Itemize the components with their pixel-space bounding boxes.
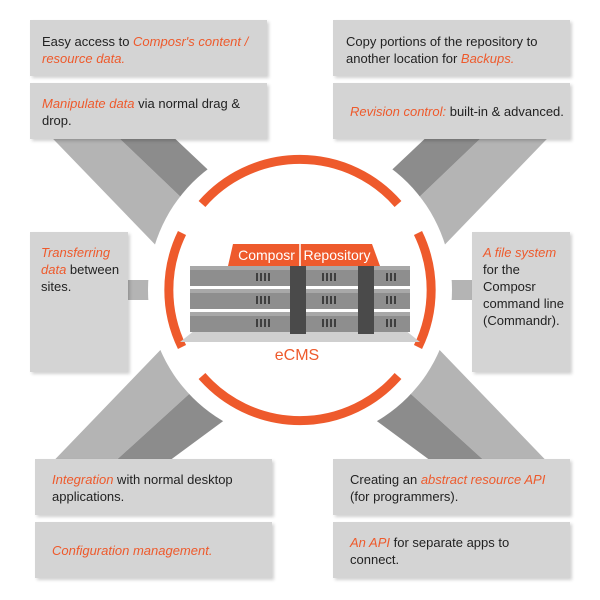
box-revision-control: Revision control: built-in & advanced. xyxy=(333,83,570,139)
box-transferring-data-post: between sites. xyxy=(41,262,120,294)
box-abstract-api: Creating an abstract resource API (for p… xyxy=(333,459,570,515)
ring-arc-bottom xyxy=(198,373,402,426)
box-abstract-api-post: (for programmers). xyxy=(350,489,459,504)
box-backups: Copy portions of the repository to anoth… xyxy=(333,20,570,76)
box-easy-access-hl: Composr's content / resource data. xyxy=(42,34,249,66)
box-manipulate-data-hl: Manipulate data xyxy=(42,96,135,111)
box-file-system-hl: A file system xyxy=(483,245,557,260)
arm-bottom-left xyxy=(40,340,210,475)
server-stack xyxy=(180,244,420,342)
tab-repository-label: Repository xyxy=(303,247,371,263)
ring-arc-top xyxy=(198,154,402,207)
tab-composr-shape xyxy=(228,244,300,266)
box-easy-access-pre: Easy access to xyxy=(42,34,134,49)
box-an-api-hl: An API xyxy=(350,535,390,550)
tab-repository-shape xyxy=(300,244,380,266)
ring-arc-right xyxy=(413,231,436,349)
box-backups-pre: Copy portions of the repository to anoth… xyxy=(346,34,538,66)
box-file-system-post: for the Composr command line (Commandr). xyxy=(483,262,564,328)
box-transferring-data-text: Transferring data between sites. xyxy=(41,244,121,295)
box-easy-access: Easy access to Composr's content / resou… xyxy=(30,20,267,76)
box-configuration: Configuration management. xyxy=(35,522,272,578)
box-revision-control-hl: Revision control: xyxy=(350,104,447,119)
box-integration-hl: Integration xyxy=(52,472,114,487)
orange-ring xyxy=(164,154,436,426)
box-integration: Integration with normal desktop applicat… xyxy=(35,459,272,515)
tab-composr-label: Composr xyxy=(238,247,295,263)
box-an-api: An API for separate apps to connect. xyxy=(333,522,570,578)
box-manipulate-data: Manipulate data via normal drag & drop. xyxy=(30,83,267,139)
box-file-system: A file system for the Composr command li… xyxy=(472,232,570,372)
box-manipulate-data-post: via normal drag & drop. xyxy=(42,96,241,128)
ecms-caption: eCMS xyxy=(274,347,320,364)
server-pillar-right xyxy=(358,262,374,334)
box-an-api-text: An API for separate apps to connect. xyxy=(350,534,560,568)
box-abstract-api-hl: abstract resource API xyxy=(420,472,546,487)
box-configuration-text: Configuration management. xyxy=(52,542,267,559)
box-abstract-api-pre: Creating an xyxy=(350,472,421,487)
box-an-api-post: for separate apps to connect. xyxy=(350,535,510,567)
box-abstract-api-text: Creating an abstract resource API (for p… xyxy=(350,471,565,505)
box-transferring-data-hl: Transferring data xyxy=(41,245,111,277)
box-transferring-data: Transferring data between sites. xyxy=(30,232,128,372)
box-file-system-text: A file system for the Composr command li… xyxy=(483,244,567,329)
arm-bottom-right xyxy=(390,340,560,475)
box-revision-control-post: built-in & advanced. xyxy=(446,104,564,119)
box-revision-control-text: Revision control: built-in & advanced. xyxy=(350,103,565,120)
box-easy-access-text: Easy access to Composr's content / resou… xyxy=(42,33,257,67)
server-vents xyxy=(256,273,396,327)
ring-arc-left xyxy=(164,231,187,349)
box-backups-text: Copy portions of the repository to anoth… xyxy=(346,33,561,67)
box-configuration-hl: Configuration management. xyxy=(52,543,213,558)
server-pillar-left xyxy=(290,262,306,334)
box-manipulate-data-text: Manipulate data via normal drag & drop. xyxy=(42,95,257,129)
box-integration-text: Integration with normal desktop applicat… xyxy=(52,471,262,505)
box-integration-post: with normal desktop applications. xyxy=(52,472,233,504)
box-backups-hl: Backups. xyxy=(460,51,515,66)
